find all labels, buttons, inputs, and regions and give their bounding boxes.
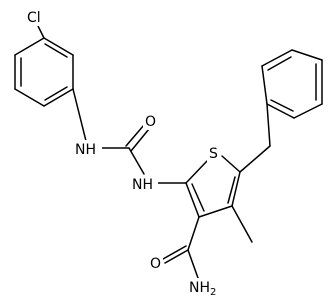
carbonyl-nh-bond (128, 147, 145, 175)
carbonyl-o-label: O (145, 114, 156, 130)
nh2-subscript: 2 (210, 287, 216, 298)
amide-nh2-label: NH2 (189, 280, 216, 298)
amide-n-bond (187, 249, 199, 279)
chlorine-label: Cl (27, 10, 41, 26)
benzyl-phenyl-ring (261, 49, 323, 119)
carbonyl-double-a (125, 124, 145, 147)
c-cl-bond (37, 25, 45, 39)
amide-nh-text: NH (189, 280, 210, 296)
carbonyl-double-b (130, 128, 150, 152)
thiophene-ring (185, 155, 241, 218)
benzyl-ch2-bond-a (239, 145, 271, 173)
sulfur-label: S (209, 146, 218, 162)
amide-c-bond (187, 216, 200, 251)
aryl-nh-bond (72, 88, 87, 142)
chlorophenyl-ring (14, 37, 74, 107)
benzyl-ch2-bond-b (266, 103, 271, 147)
amide-o-label: O (150, 256, 161, 272)
amide-double-b (162, 245, 187, 260)
amide-double-a (164, 249, 189, 264)
nh-left-label: NH (75, 142, 96, 158)
methyl-bond (231, 205, 253, 243)
nh-ring-label: NH (132, 177, 153, 193)
